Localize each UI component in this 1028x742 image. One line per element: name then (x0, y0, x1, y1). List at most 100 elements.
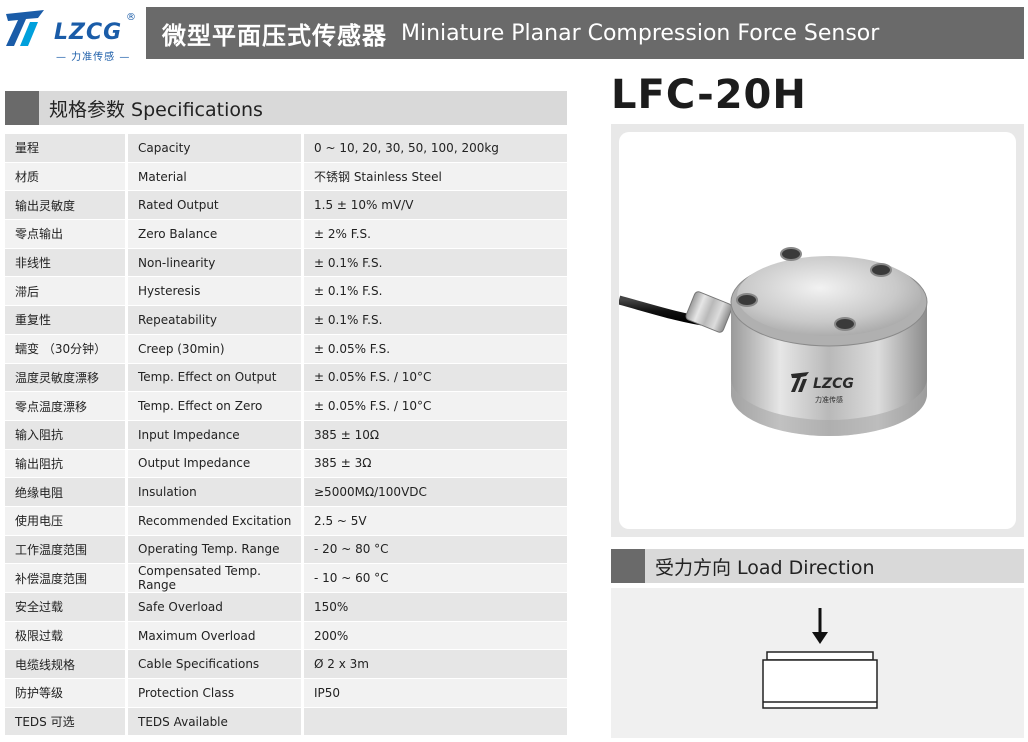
spec-label-en: Hysteresis (128, 277, 301, 306)
spec-label-cn: 输入阻抗 (5, 420, 125, 449)
spec-label-en: Maximum Overload (128, 621, 301, 650)
spec-label-en: Cable Specifications (128, 650, 301, 679)
spec-label-en: Zero Balance (128, 220, 301, 248)
load-direction-illustration (762, 608, 878, 709)
spec-label-en: Safe Overload (128, 593, 301, 621)
spec-value: ± 0.05% F.S. (304, 334, 567, 363)
spec-label-en: Operating Temp. Range (128, 535, 301, 564)
spec-label-cn: 使用电压 (5, 506, 125, 535)
spec-value: ± 0.05% F.S. / 10°C (304, 392, 567, 420)
mounting-holes (736, 247, 892, 331)
spec-label-en: Output Impedance (128, 449, 301, 478)
spec-label-en: Repeatability (128, 306, 301, 334)
page-header: LZCG ® — 力准传感 — 微型平面压式传感器 Miniature Plan… (0, 0, 1028, 66)
spec-label-en: TEDS Available (128, 707, 301, 736)
title-chinese: 微型平面压式传感器 (162, 21, 387, 50)
spec-label-cn: 输出灵敏度 (5, 191, 125, 220)
spec-label-cn: 非线性 (5, 248, 125, 277)
sensor-top-plate (766, 651, 874, 661)
spec-label-en: Capacity (128, 134, 301, 162)
specifications-heading: 规格参数 Specifications (5, 91, 567, 125)
engraved-logo (791, 372, 809, 392)
spec-row: 蠕变 （30分钟）Creep (30min)± 0.05% F.S. (5, 334, 567, 364)
spec-label-cn: 绝缘电阻 (5, 478, 125, 506)
sensor-illustration: LZCG 力准传感 (619, 247, 928, 436)
brand-logo: LZCG ® — 力准传感 — (4, 6, 140, 63)
product-photo: LZCG 力准传感 (619, 132, 1016, 529)
load-direction-heading: 受力方向 Load Direction (611, 549, 1024, 583)
spec-label-cn: 滞后 (5, 277, 125, 306)
engraved-brand-text: LZCG (813, 376, 854, 392)
sensor-body-outline (762, 659, 878, 709)
load-direction-heading-label: 受力方向 Load Direction (655, 556, 875, 579)
load-arrow-head-icon (812, 632, 828, 644)
spec-value: Ø 2 x 3m (304, 650, 567, 679)
brand-tagline: — 力准传感 — (56, 52, 131, 63)
spec-value: ± 0.1% F.S. (304, 306, 567, 334)
spec-value: 385 ± 10Ω (304, 420, 567, 449)
spec-value: 200% (304, 621, 567, 650)
spec-value: 150% (304, 593, 567, 621)
spec-value: 385 ± 3Ω (304, 449, 567, 478)
spec-label-cn: 安全过载 (5, 593, 125, 621)
spec-label-en: Material (128, 162, 301, 191)
spec-value: IP50 (304, 679, 567, 707)
title-english: Miniature Planar Compression Force Senso… (401, 20, 880, 46)
title-bar: 微型平面压式传感器 Miniature Planar Compression F… (146, 7, 1024, 59)
spec-value: - 20 ~ 80 °C (304, 535, 567, 564)
logo-mark-icon (6, 10, 44, 46)
spec-label-en: Compensated Temp. Range (128, 564, 301, 592)
spec-value: ± 0.1% F.S. (304, 248, 567, 277)
cable-gland (685, 291, 733, 333)
spec-value: ≥5000MΩ/100VDC (304, 478, 567, 506)
heading-accent-block (5, 91, 39, 125)
product-photo-frame: LZCG 力准传感 (611, 124, 1024, 537)
spec-label-cn: 电缆线规格 (5, 650, 125, 679)
spec-label-en: Temp. Effect on Zero (128, 392, 301, 420)
spec-label-cn: 温度灵敏度漂移 (5, 363, 125, 392)
spec-value: ± 0.1% F.S. (304, 277, 567, 306)
spec-value: 2.5 ~ 5V (304, 506, 567, 535)
sensor-top-face (737, 256, 921, 336)
spec-label-cn: 零点温度漂移 (5, 392, 125, 420)
spec-label-cn: 重复性 (5, 306, 125, 334)
spec-label-en: Insulation (128, 478, 301, 506)
spec-value: 不锈钢 Stainless Steel (304, 162, 567, 191)
registered-mark: ® (126, 12, 136, 23)
spec-label-cn: 极限过载 (5, 621, 125, 650)
spec-value: 1.5 ± 10% mV/V (304, 191, 567, 220)
spec-label-cn: 防护等级 (5, 679, 125, 707)
spec-label-cn: 工作温度范围 (5, 535, 125, 564)
specifications-heading-label: 规格参数 Specifications (49, 98, 263, 121)
spec-label-cn: 零点输出 (5, 220, 125, 248)
spec-label-en: Recommended Excitation (128, 506, 301, 535)
spec-value (304, 707, 567, 736)
spec-value: ± 2% F.S. (304, 220, 567, 248)
spec-label-cn: TEDS 可选 (5, 707, 125, 736)
spec-value: ± 0.05% F.S. / 10°C (304, 363, 567, 392)
brand-name: LZCG (54, 20, 123, 45)
spec-label-cn: 蠕变 （30分钟） (5, 334, 125, 363)
spec-label-en: Non-linearity (128, 248, 301, 277)
spec-value: - 10 ~ 60 °C (304, 564, 567, 592)
spec-label-cn: 补偿温度范围 (5, 564, 125, 592)
spec-label-cn: 材质 (5, 162, 125, 191)
spec-value: 0 ~ 10, 20, 30, 50, 100, 200kg (304, 134, 567, 162)
